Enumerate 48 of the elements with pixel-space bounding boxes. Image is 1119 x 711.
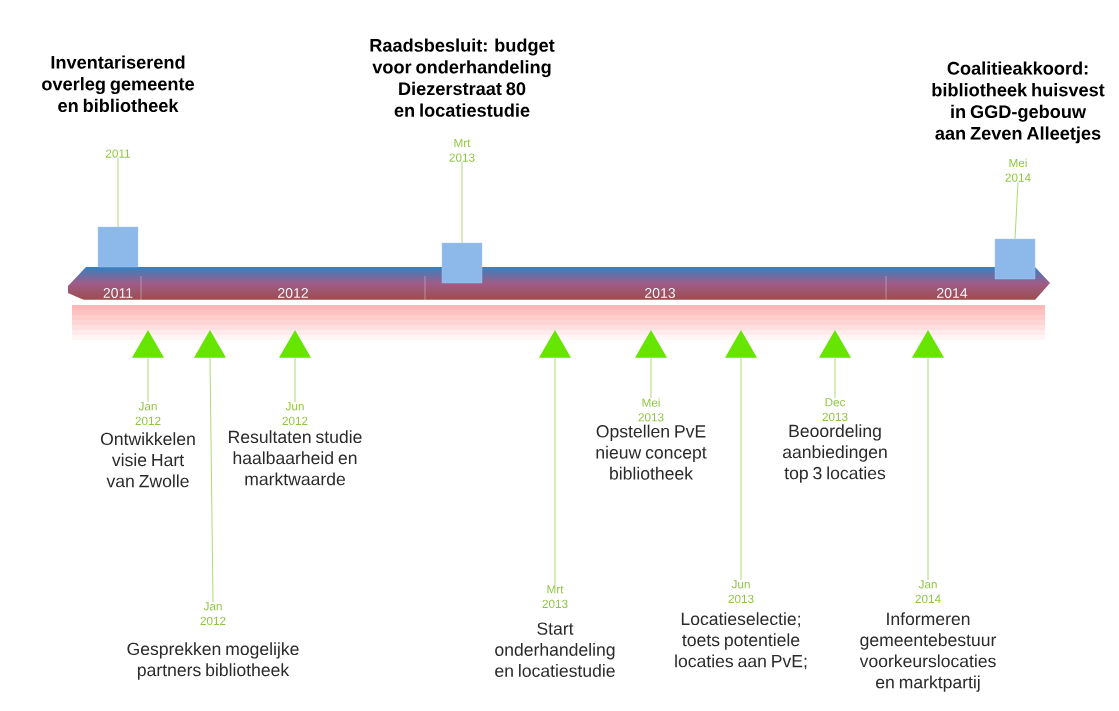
year-label: 2013	[645, 288, 675, 298]
year-label: 2012	[278, 288, 308, 298]
event-description: Beoordeling aanbiedingen top 3 locaties	[783, 424, 887, 483]
leader-line	[927, 357, 929, 581]
event-description: Raadsbesluit: budget voor onderhandeling Diezerstraat 80 en locatiestudie	[370, 38, 555, 117]
leader-line	[1014, 181, 1019, 240]
triangle-marker	[194, 330, 227, 358]
date-label: Dec 2013	[822, 398, 848, 422]
triangle-marker	[539, 330, 572, 358]
event-description: Gesprekken mogelijke partners bibliotheek	[127, 642, 299, 680]
date-label: Mrt 2013	[449, 138, 475, 162]
date-label: Jan 2012	[200, 602, 226, 626]
leader-line	[554, 357, 556, 586]
event-description: Informeren gemeentebestuur voorkeurslocaties en marktpartij	[859, 612, 997, 692]
leader-line	[834, 357, 836, 399]
year-label: 2011	[103, 288, 133, 298]
square-marker	[97, 226, 139, 268]
triangle-marker	[279, 330, 312, 358]
leader-line	[294, 357, 296, 403]
date-label: Jan 2012	[135, 402, 161, 426]
square-marker	[994, 238, 1036, 280]
date-label: Mei 2014	[1005, 158, 1031, 182]
year-label: 2014	[937, 288, 968, 298]
event-description: Start onderhandeling en locatiestudie	[495, 622, 615, 677]
date-label: Jan 2014	[915, 580, 941, 604]
date-label: 2011	[106, 149, 131, 158]
triangle-marker	[635, 330, 668, 358]
date-label: Jun 2012	[282, 402, 308, 426]
triangle-marker	[912, 330, 945, 358]
date-label: Jun 2013	[728, 580, 754, 604]
leader-line	[650, 357, 652, 399]
leader-line	[740, 357, 742, 581]
triangle-marker	[819, 330, 852, 358]
event-description: Coalitieakkoord: bibliotheek huisvest in GGD-gebouw aan Zeven Alleetjes	[932, 61, 1105, 144]
event-description: Locatieselectie; toets potentiele locaties aan PvE;	[675, 612, 807, 670]
leader-line	[117, 157, 119, 228]
leader-line	[461, 161, 463, 244]
date-label: Mrt 2013	[542, 585, 568, 609]
square-marker	[441, 242, 483, 284]
event-description: Inventariserend overleg gemeente en bibliotheek	[42, 55, 194, 113]
date-label: Mei 2013	[638, 398, 664, 422]
leader-line	[209, 357, 214, 603]
event-description: Ontwikkelen visie Hart van Zwolle	[100, 432, 195, 488]
event-description: Resultaten studie haalbaarheid en marktwaarde	[229, 430, 362, 486]
triangle-marker	[725, 330, 758, 358]
leader-line	[147, 357, 149, 403]
event-description: Opstellen PvE nieuw concept bibliotheek	[596, 424, 707, 480]
triangle-marker	[132, 330, 164, 358]
